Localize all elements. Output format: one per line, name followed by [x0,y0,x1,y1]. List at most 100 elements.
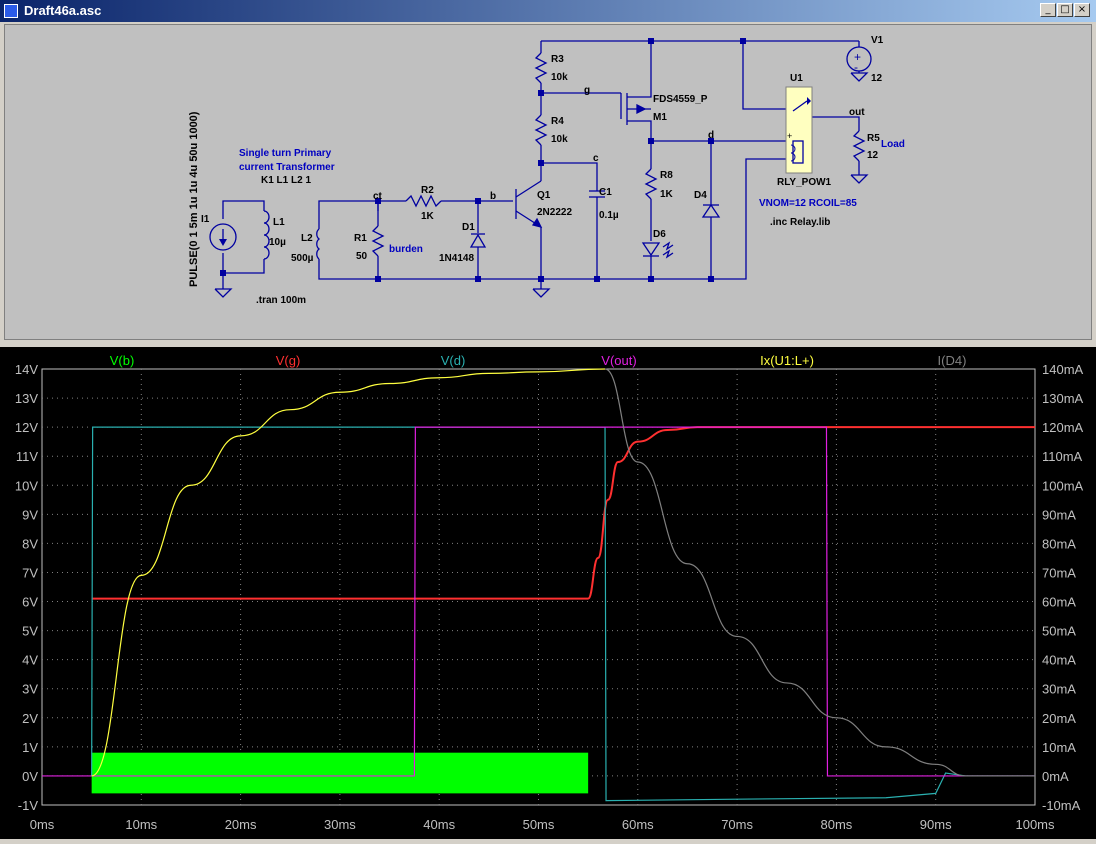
label-D6: D6 [653,229,666,240]
label-Q1-value: 2N2222 [537,207,572,218]
label-C1-value: 0.1µ [599,210,619,221]
relay-U1[interactable]: + [785,86,813,174]
close-button[interactable]: × [1074,3,1090,17]
label-L1-value: 10µ [269,237,286,248]
junction-dots [220,38,746,282]
trace-label[interactable]: V(b) [110,353,135,368]
y-right-tick-label: 20mA [1042,711,1076,726]
schematic-pane[interactable]: + - + PULSE(0 1 5m 1u 1u 4u 50u 1000) Si… [4,24,1092,340]
x-tick-label: 20ms [225,817,257,832]
minimize-button[interactable]: _ [1040,3,1056,17]
net-g: g [584,85,590,96]
y-left-tick-label: 14V [15,362,38,377]
y-right-tick-label: 10mA [1042,740,1076,755]
y-left-tick-label: 4V [22,653,38,668]
net-c: c [593,153,599,164]
y-left-tick-label: 5V [22,624,38,639]
y-right-tick-label: 120mA [1042,420,1084,435]
transformer-label-2: current Transformer [239,162,335,173]
pane-splitter[interactable] [0,341,1096,347]
y-right-tick-label: 70mA [1042,565,1076,580]
trace-label[interactable]: V(d) [441,353,466,368]
y-right-tick-label: 50mA [1042,624,1076,639]
x-tick-label: 60ms [622,817,654,832]
y-right-tick-label: 110mA [1042,449,1083,464]
x-tick-label: 90ms [920,817,952,832]
label-R3: R3 [551,54,564,65]
label-R3-value: 10k [551,72,568,83]
y-right-tick-label: 90mA [1042,507,1076,522]
coupling-directive: K1 L1 L2 1 [261,175,311,186]
label-D1: D1 [462,222,475,233]
y-right-tick-label: 40mA [1042,653,1076,668]
svg-text:+: + [787,131,792,141]
label-L1: L1 [273,217,285,228]
y-left-tick-label: 8V [22,536,38,551]
current-source-I1 [209,223,237,251]
y-left-tick-label: 2V [22,711,38,726]
y-left-tick-label: -1V [18,798,39,813]
label-D4: D4 [694,190,707,201]
net-d: d [708,130,714,141]
y-right-tick-label: 100mA [1042,478,1084,493]
y-right-tick-label: 60mA [1042,595,1076,610]
title-bar: Draft46a.asc _ □ × [0,0,1096,22]
label-R1: R1 [354,233,367,244]
app-icon [4,4,18,18]
plot-grid [42,369,1035,805]
y-right-tick-label: -10mA [1042,798,1081,813]
x-tick-label: 100ms [1015,817,1055,832]
y-left-tick-label: 3V [22,682,38,697]
label-load: Load [881,139,905,150]
schematic-canvas[interactable]: + - + PULSE(0 1 5m 1u 1u 4u 50u 1000) Si… [5,25,1093,341]
trace-v-g- [91,426,1035,600]
ground-symbols [214,72,869,298]
pulse-label: PULSE(0 1 5m 1u 1u 4u 50u 1000) [188,111,200,287]
transformer-label-1: Single turn Primary [239,148,332,159]
label-R4-value: 10k [551,134,568,145]
y-left-tick-label: 12V [15,420,38,435]
label-R2: R2 [421,185,434,196]
label-burden: burden [389,244,423,255]
maximize-button[interactable]: □ [1057,3,1073,17]
trace-label[interactable]: Ix(U1:L+) [760,353,814,368]
x-tick-label: 0ms [30,817,55,832]
y-left-tick-label: 7V [22,565,38,580]
trace-v-out- [42,426,1035,777]
label-U1-value: RLY_POW1 [777,177,832,188]
window-title: Draft46a.asc [24,3,102,18]
trace-label[interactable]: I(D4) [938,353,967,368]
label-V1-value: 12 [871,73,883,84]
trace-label[interactable]: V(out) [601,353,636,368]
y-right-tick-label: 0mA [1042,769,1069,784]
y-right-tick-label: 130mA [1042,391,1084,406]
label-R8: R8 [660,170,673,181]
label-R2-value: 1K [421,211,435,222]
label-I1: I1 [201,214,210,225]
trace-ix-u1-l- [91,368,606,777]
tran-directive: .tran 100m [256,295,306,306]
y-right-tick-label: 140mA [1042,362,1084,377]
label-R8-value: 1K [660,189,674,200]
trace-i-d4- [604,368,1035,777]
label-U1: U1 [790,73,803,84]
x-tick-label: 70ms [721,817,753,832]
y-left-tick-label: 0V [22,769,38,784]
label-L2-value: 500µ [291,253,314,264]
y-left-tick-label: 1V [22,740,38,755]
y-left-tick-label: 10V [15,478,38,493]
x-tick-label: 30ms [324,817,356,832]
y-left-tick-label: 13V [15,391,38,406]
svg-text:+: + [854,50,861,64]
label-R1-value: 50 [356,251,368,262]
label-R4: R4 [551,116,564,127]
trace-label[interactable]: V(g) [276,353,301,368]
net-ct: ct [373,191,383,202]
label-R5-value: 12 [867,150,879,161]
x-tick-label: 80ms [821,817,853,832]
net-out: out [849,107,865,118]
y-right-tick-label: 30mA [1042,682,1076,697]
